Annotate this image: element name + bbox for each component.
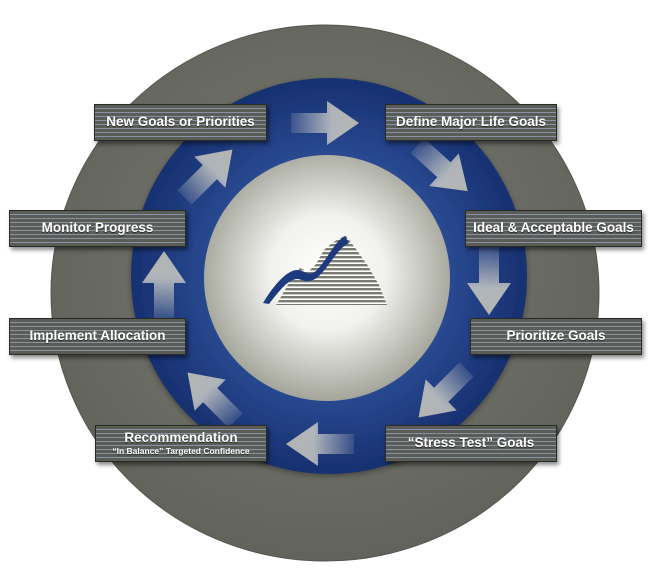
step-prioritize-text: Prioritize Goals <box>506 328 606 344</box>
arrow-icon <box>286 422 354 466</box>
step-stress-test: “Stress Test” Goals <box>385 425 557 462</box>
step-monitor: Monitor Progress <box>9 210 186 247</box>
step-recommendation-text: Recommendation <box>124 430 238 446</box>
arrow-icon <box>467 247 511 315</box>
step-ideal-goals-text: Ideal & Acceptable Goals <box>473 220 634 236</box>
step-recommendation: Recommendation “In Balance” Targeted Con… <box>95 425 267 462</box>
step-recommendation-subtext: “In Balance” Targeted Confidence <box>112 445 250 456</box>
step-prioritize: Prioritize Goals <box>470 318 642 355</box>
arrow-icon <box>410 138 468 192</box>
step-implement-text: Implement Allocation <box>29 328 166 344</box>
step-ideal-goals: Ideal & Acceptable Goals <box>465 210 642 247</box>
arrow-icon <box>291 101 359 145</box>
step-define-goals-text: Define Major Life Goals <box>395 114 547 130</box>
mountain-growth-icon <box>263 236 387 305</box>
arrow-icon <box>142 251 186 319</box>
arrow-icon <box>187 372 243 428</box>
step-monitor-text: Monitor Progress <box>41 220 154 236</box>
step-define-goals: Define Major Life Goals <box>385 104 557 141</box>
step-stress-test-text: “Stress Test” Goals <box>407 435 535 451</box>
step-new-goals-text: New Goals or Priorities <box>106 114 255 130</box>
step-new-goals: New Goals or Priorities <box>94 104 267 141</box>
arrow-icon <box>177 149 233 205</box>
arrow-icon <box>418 362 474 418</box>
step-implement: Implement Allocation <box>9 318 186 355</box>
